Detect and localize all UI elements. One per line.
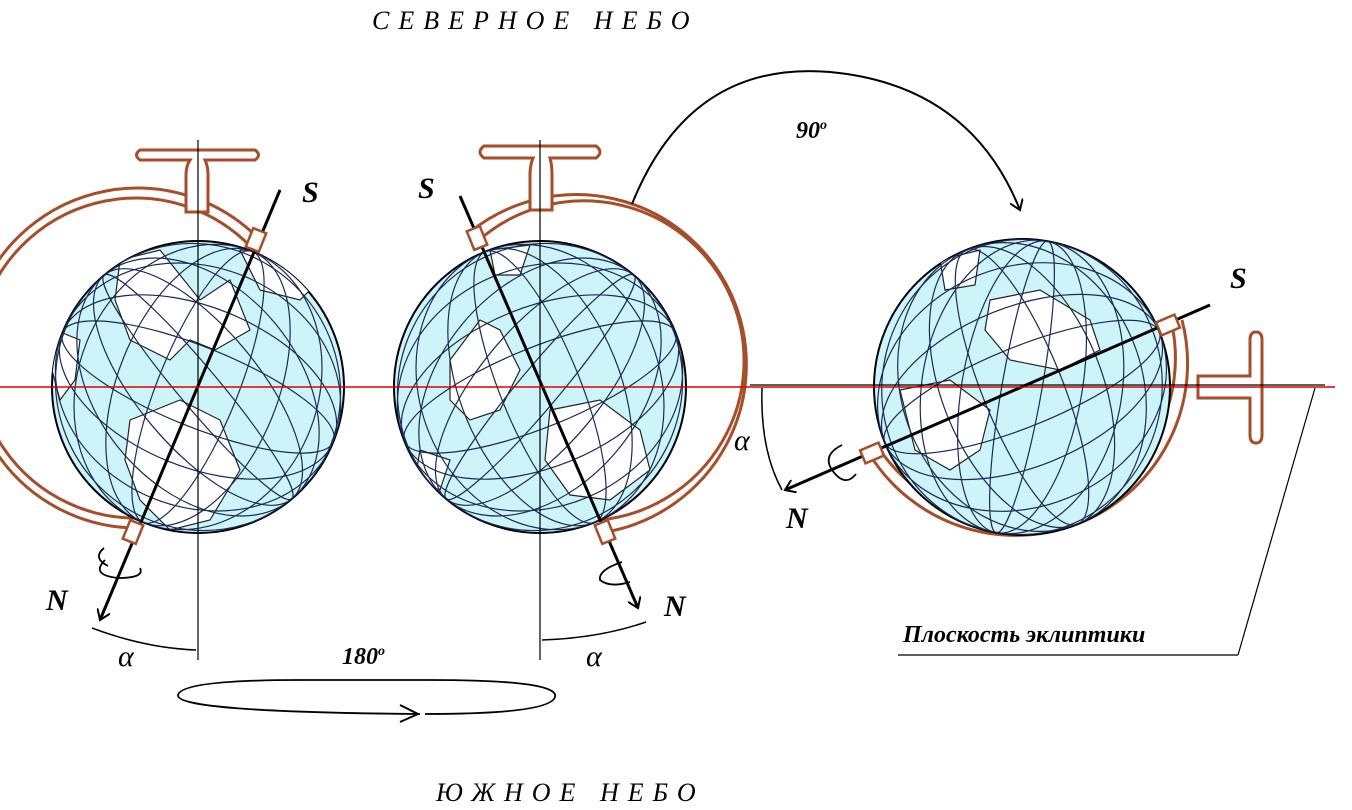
right-bearing-top [1154, 313, 1182, 337]
right-tilt-angle: α [734, 424, 750, 457]
right-bearing-bottom [858, 441, 886, 465]
middle-map [396, 242, 684, 532]
north-sky-label: СЕВЕРНОЕ НЕБО [372, 6, 699, 35]
right-pole-north: N [786, 502, 808, 535]
middle-rotation-arrow [599, 561, 631, 586]
middle-stand-ring-inner [477, 199, 746, 522]
right-rotation-arrow [827, 444, 857, 481]
right-axis [785, 303, 1211, 490]
left-stand-ring [0, 186, 260, 530]
left-stand-ring-inner [0, 196, 252, 520]
rotation-180-value: 180 [342, 644, 378, 670]
left-bearing-top [244, 226, 268, 254]
middle-pole-north: N [664, 590, 686, 623]
ecliptic-plane-label: Плоскость эклиптики [903, 622, 1146, 648]
left-rotation-arrow [98, 559, 142, 579]
ecliptic-leader [1237, 387, 1316, 656]
left-tilt-angle: α [118, 640, 134, 673]
left-bearing-bottom [121, 518, 145, 546]
right-pole-south: S [1230, 262, 1247, 295]
middle-alpha-arc [541, 621, 647, 641]
left-pole-north: N [46, 584, 68, 617]
left-axis [100, 189, 282, 620]
right-land-2 [899, 379, 991, 471]
middle-land-1 [449, 319, 521, 421]
rotation-180-degree: o [378, 644, 385, 659]
right-alpha-arc [761, 387, 783, 491]
rotation-180-arrow [177, 679, 556, 715]
rotation-90-value: 90 [796, 118, 820, 144]
middle-graticule [396, 242, 684, 532]
rotation-180-label: 180o [342, 644, 385, 671]
south-sky-label: ЮЖНОЕ НЕБО [436, 778, 705, 807]
globe-middle [393, 140, 748, 660]
rotation-90-arrow [631, 70, 1020, 210]
right-land-3 [939, 249, 981, 291]
middle-pole-south: S [418, 172, 435, 205]
middle-bearing-bottom [593, 518, 617, 546]
middle-bearing-top [465, 224, 489, 252]
rotation-90-label: 90o [796, 118, 827, 145]
left-pole-south: S [302, 176, 319, 209]
globe-left [0, 140, 345, 660]
left-land-1 [114, 249, 251, 361]
rotation-90-degree: o [820, 118, 827, 133]
middle-tilt-angle: α [586, 640, 602, 673]
left-alpha-arc [91, 627, 197, 651]
middle-land-2 [544, 399, 651, 501]
